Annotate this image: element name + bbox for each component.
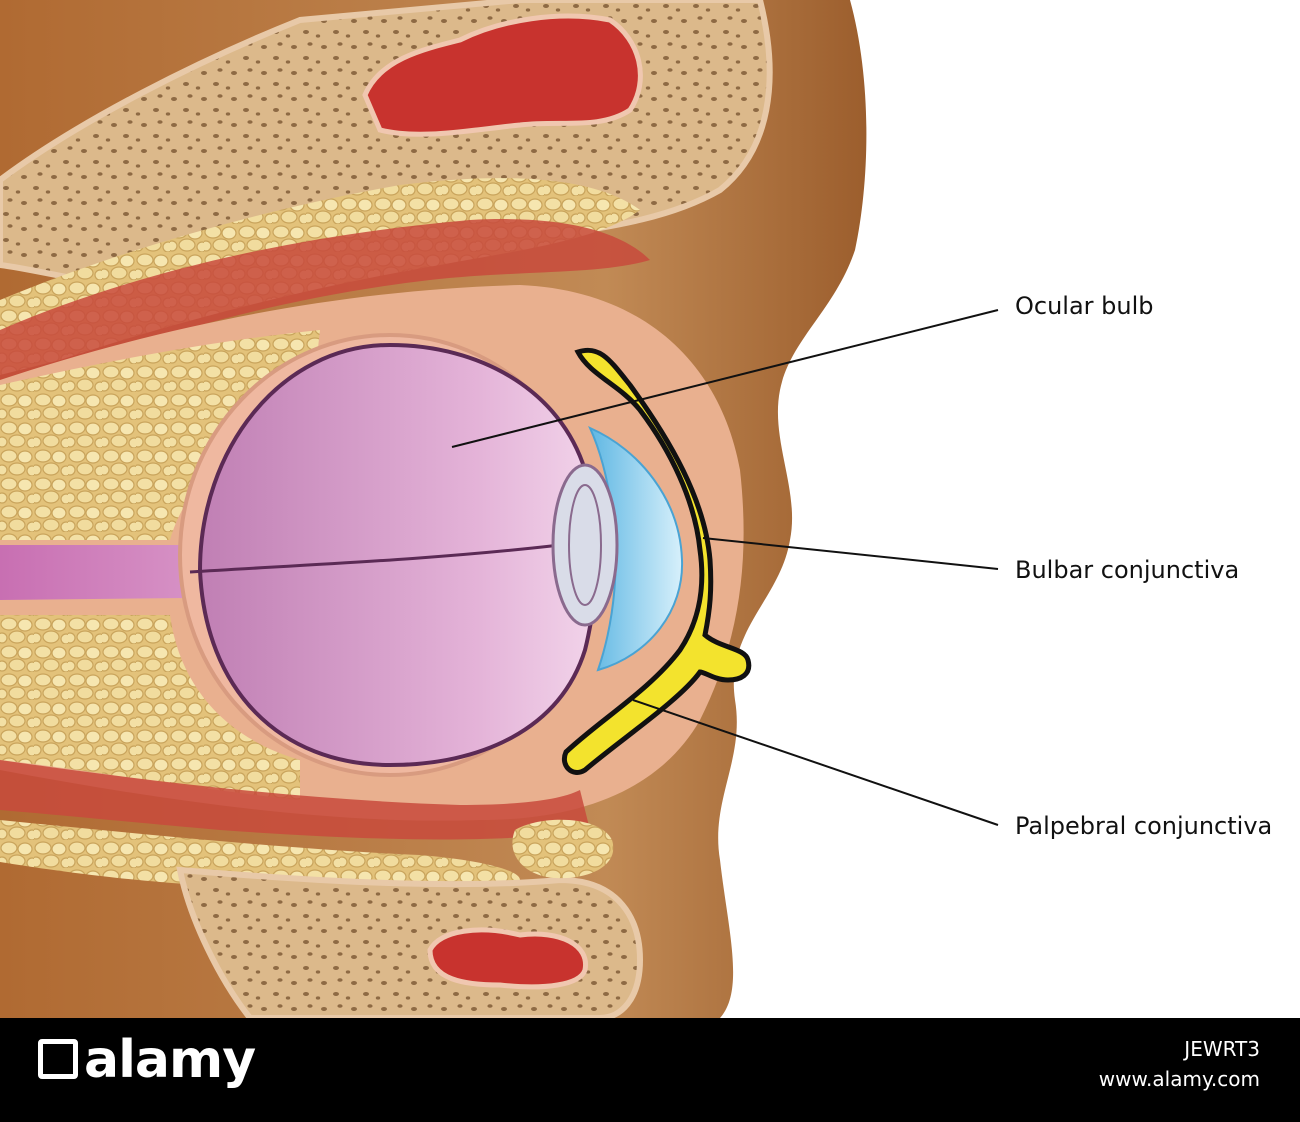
footer-image-id: JEWRT3 [1184,1037,1260,1061]
orbital-fat-lower [0,615,300,800]
eyeball-midline [189,543,561,574]
optic-nerve [0,545,200,600]
label-bulbar-conjunctiva: Bulbar conjunctiva [1015,556,1240,584]
orbital-fat-upper [0,330,320,540]
leader-ocular-bulb [451,309,999,448]
lens-inner [568,484,602,606]
leader-palpebral-conjunctiva [632,699,999,826]
footer-meta: JEWRT3 www.alamy.com [1099,1034,1260,1094]
frontal-sinus [362,13,643,137]
maxillary-sinus [427,927,588,990]
leader-bulbar-conjunctiva [702,537,999,570]
upper-rectus-muscle [0,219,650,395]
eyeball [197,342,599,768]
footer-site: www.alamy.com [1098,1067,1260,1091]
brand-mark-icon [38,1039,78,1079]
lower-rectus-muscle [0,760,590,840]
label-ocular-bulb: Ocular bulb [1015,292,1154,320]
lower-orbital-fat [0,820,520,892]
footer-brand-text: alamy [84,1030,256,1090]
lens [551,463,619,627]
lower-fat-pad [512,819,614,879]
watermark-footer: alamy JEWRT3 www.alamy.com [0,1018,1300,1122]
footer-brand-logo: alamy [38,1030,256,1090]
conjunctiva [562,347,752,775]
eye-anatomy-illustration [0,0,999,1018]
label-palpebral-conjunctiva: Palpebral conjunctiva [1015,812,1273,840]
